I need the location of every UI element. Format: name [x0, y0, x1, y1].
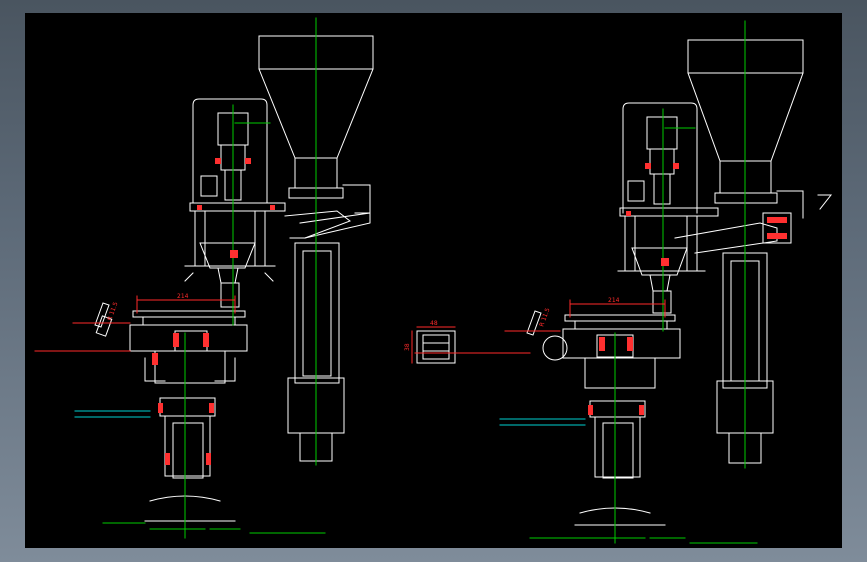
left-filling-head — [129, 310, 248, 522]
left-motor-cabinet — [192, 98, 268, 204]
right-motor-cabinet — [622, 102, 698, 214]
right-slant-dimension: R 11.5 — [538, 307, 551, 328]
left-centerlines — [74, 17, 326, 539]
detail-view — [416, 330, 456, 364]
right-angle-gauge — [526, 310, 542, 336]
right-dimension-lines — [411, 299, 666, 364]
detail-height-dimension: 38 — [404, 343, 411, 351]
right-assembly — [416, 39, 833, 526]
left-frame — [184, 202, 371, 308]
left-dimension-lines — [34, 295, 236, 352]
left-angle-gauge — [94, 302, 113, 337]
right-bearings — [588, 163, 787, 415]
left-assembly — [94, 35, 374, 522]
cursor-marker — [817, 194, 833, 210]
left-slant-dimension: R 11.5 — [106, 301, 119, 322]
left-width-dimension: 214 — [177, 293, 189, 300]
detail-width-dimension: 48 — [430, 320, 438, 327]
right-frame — [617, 207, 792, 314]
right-width-dimension: 214 — [608, 297, 620, 304]
right-filling-head — [542, 314, 681, 526]
right-centerlines — [499, 20, 758, 544]
cad-model-space[interactable]: 214 R 11.5 — [25, 13, 842, 548]
left-bearings — [152, 158, 275, 465]
cad-drawing: 214 R 11.5 — [34, 17, 833, 544]
